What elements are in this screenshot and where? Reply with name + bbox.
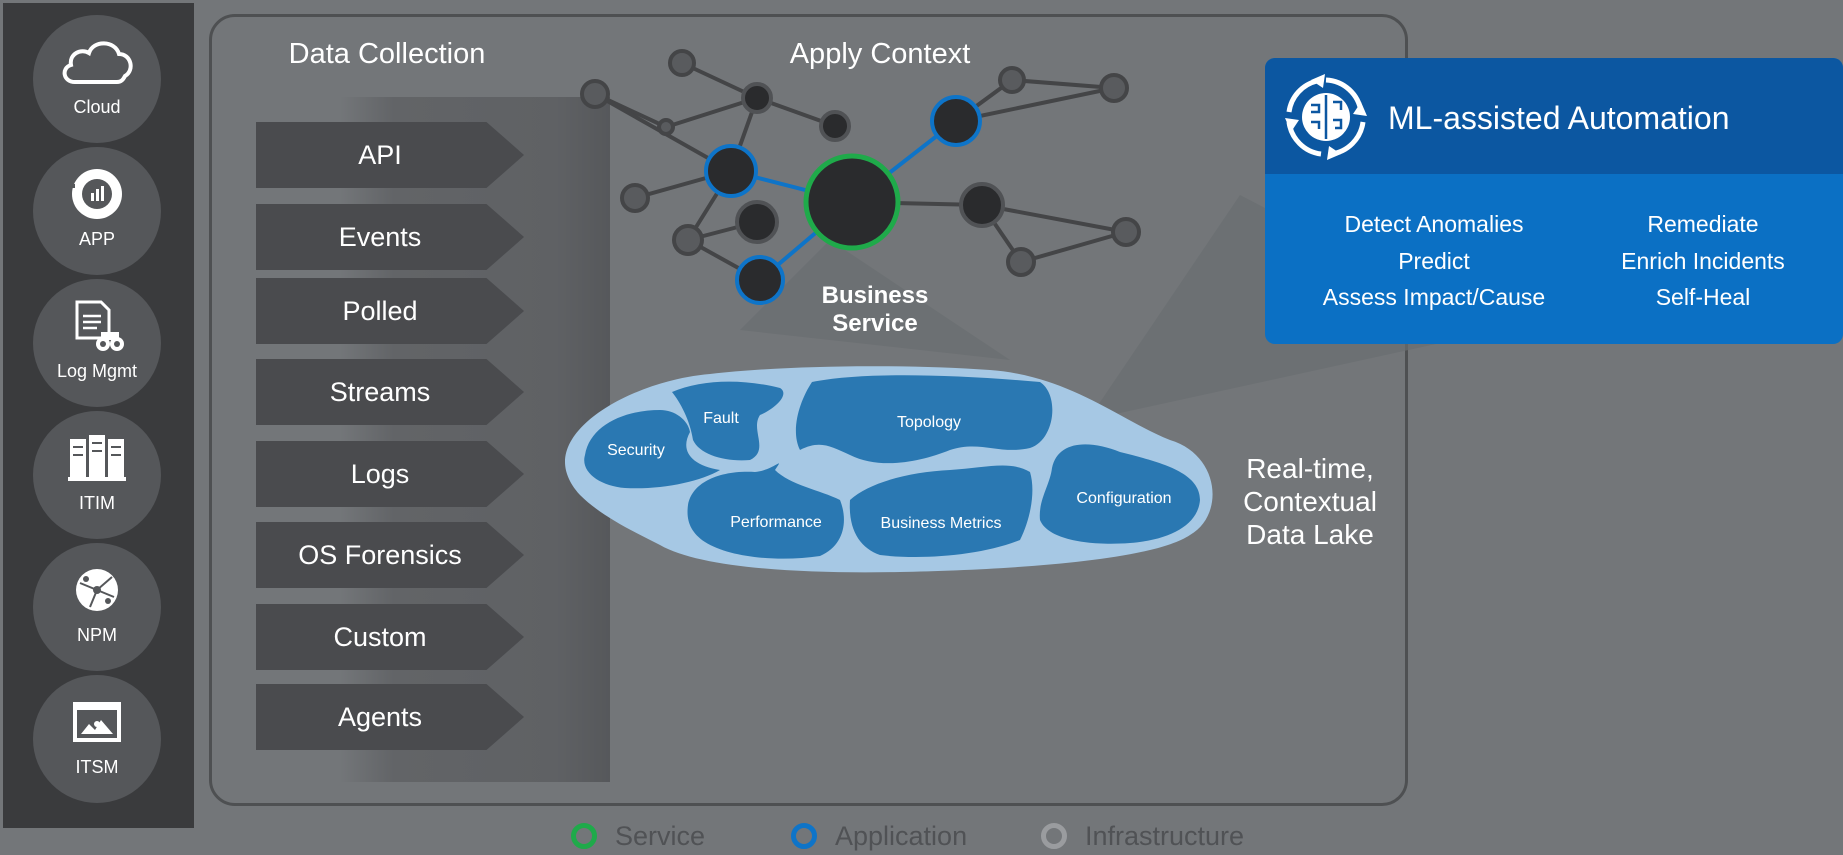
source-label: Agents (337, 701, 423, 732)
brain-cycle-icon (1281, 72, 1371, 162)
lake-region-label: Configuration (1076, 490, 1171, 507)
data-lake-label: Real-time, Contextual Data Lake (1225, 452, 1395, 551)
network-globe-icon (33, 561, 161, 619)
source-label: Events (338, 221, 422, 252)
business-service-node[interactable] (803, 153, 901, 251)
source-label: Polled (342, 295, 418, 326)
source-events[interactable]: Events (256, 204, 524, 270)
source-logs[interactable]: Logs (256, 441, 524, 507)
lake-region-topology[interactable] (795, 375, 1053, 464)
sidebar: Cloud APP Log Mgmt ITIM NPM ITSM (3, 3, 194, 828)
source-os-forensics[interactable]: OS Forensics (256, 522, 524, 588)
ml-card-title: ML-assisted Automation (1388, 100, 1730, 136)
application-node[interactable] (930, 95, 982, 147)
sidebar-item-label: NPM (77, 625, 117, 645)
ml-capability: Remediate (1647, 211, 1759, 237)
business-service-label: Business Service (790, 282, 960, 338)
ml-capability: Predict (1398, 247, 1470, 274)
ml-card-header: ML-assisted Automation (1265, 58, 1843, 174)
lake-region-configuration[interactable] (1039, 444, 1200, 544)
sidebar-item-cloud[interactable]: Cloud (33, 15, 161, 143)
business-service-line1: Business (821, 282, 929, 309)
legend-label: Infrastructure (1085, 820, 1245, 851)
servers-icon (33, 429, 161, 487)
application-ring-icon (791, 823, 817, 849)
lake-region-performance[interactable] (687, 463, 844, 559)
lake-region-fault[interactable] (672, 381, 784, 461)
legend-item-application: Application (791, 818, 967, 854)
lake-region-security[interactable] (584, 410, 720, 489)
ml-capability: Self-Heal (1655, 284, 1751, 310)
application-node[interactable] (735, 255, 785, 305)
source-api[interactable]: API (256, 122, 524, 188)
lake-region-business-metrics[interactable] (849, 465, 1033, 558)
data-lake-line3: Data Lake (1246, 519, 1374, 550)
sidebar-item-itsm[interactable]: ITSM (33, 675, 161, 803)
sidebar-item-label: ITSM (75, 757, 119, 777)
source-streams[interactable]: Streams (256, 359, 524, 425)
legend-item-service: Service (571, 818, 705, 854)
data-lake-line2: Contextual (1243, 486, 1377, 517)
source-polled[interactable]: Polled (256, 278, 524, 344)
service-ring-icon (571, 823, 597, 849)
lake-region-label: Fault (703, 410, 739, 427)
ml-capability: Enrich Incidents (1621, 247, 1785, 274)
application-node[interactable] (704, 144, 758, 198)
itsm-window-icon (33, 693, 161, 751)
sidebar-item-label: APP (78, 229, 116, 249)
ml-automation-card: ML-assisted Automation Detect Anomalies … (1265, 58, 1843, 344)
source-custom[interactable]: Custom (256, 604, 524, 670)
lake-region-label: Security (607, 442, 665, 459)
sidebar-item-log-mgmt[interactable]: Log Mgmt (33, 279, 161, 407)
data-collection-title: Data Collection (288, 38, 486, 70)
sidebar-item-app[interactable]: APP (33, 147, 161, 275)
main-frame (209, 14, 1408, 806)
source-label: API (358, 139, 402, 170)
legend-item-infrastructure: Infrastructure (1041, 818, 1244, 854)
cloud-icon (33, 33, 161, 91)
apply-context-title: Apply Context (789, 38, 971, 70)
source-label: OS Forensics (298, 539, 462, 570)
source-agents[interactable]: Agents (256, 684, 524, 750)
app-gauge-icon (33, 165, 161, 223)
legend-label: Application (835, 820, 968, 851)
sidebar-item-itim[interactable]: ITIM (33, 411, 161, 539)
sidebar-item-label: ITIM (79, 493, 115, 513)
legend-label: Service (615, 820, 706, 851)
lake-region-label: Business Metrics (881, 515, 1002, 532)
ml-capability: Detect Anomalies (1344, 211, 1524, 237)
source-label: Logs (350, 458, 410, 489)
ml-capabilities-left: Detect Anomalies Predict Assess Impact/C… (1295, 206, 1573, 316)
log-binoculars-icon (33, 297, 161, 355)
business-service-line2: Service (832, 310, 918, 337)
infrastructure-ring-icon (1041, 823, 1067, 849)
sidebar-item-npm[interactable]: NPM (33, 543, 161, 671)
ml-capabilities-right: Remediate Enrich Incidents Self-Heal (1585, 206, 1821, 316)
source-label: Streams (329, 376, 431, 407)
lake-region-label: Topology (897, 414, 961, 431)
source-label: Custom (333, 621, 427, 652)
lake-region-label: Performance (730, 514, 822, 531)
data-lake-line1: Real-time, (1246, 453, 1374, 484)
sidebar-item-label: Log Mgmt (56, 361, 138, 381)
sidebar-item-label: Cloud (73, 97, 121, 117)
ml-capability: Assess Impact/Cause (1322, 284, 1546, 310)
